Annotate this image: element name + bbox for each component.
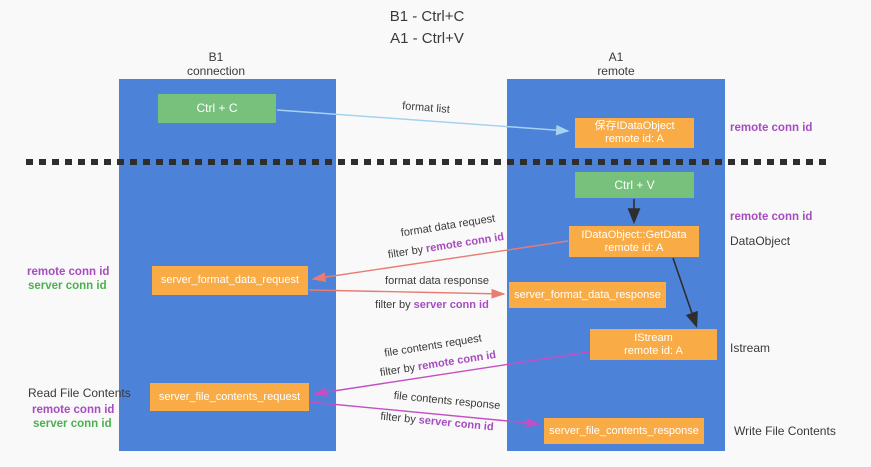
- istream-line2: remote id: A: [624, 344, 683, 357]
- istream-note: Istream: [730, 341, 771, 355]
- arrow-file-contents-request: [312, 351, 590, 397]
- filter-by-text: filter by: [375, 299, 411, 311]
- server-file-contents-request-label: server_file_contents_request: [158, 390, 301, 403]
- dataobject-note: DataObject: [730, 234, 791, 248]
- getdata-line1: IDataObject::GetData: [581, 228, 687, 241]
- server-file-contents-request-box: server_file_contents_request: [150, 383, 309, 411]
- write-file-contents-note: Write File Contents: [734, 424, 836, 438]
- save-idataobject-box: 保存IDataObject remote id: A: [575, 118, 694, 148]
- arrow-format-data-response: [308, 288, 506, 299]
- server-file-contents-response-label: server_file_contents_response: [549, 424, 699, 437]
- save-idataobject-line1: 保存IDataObject: [594, 120, 675, 132]
- arrow-getdata-to-istream: [672, 257, 698, 329]
- idataobject-getdata-box: IDataObject::GetData remote id: A: [569, 226, 699, 257]
- remote-conn-id-note-2: remote conn id: [730, 211, 813, 223]
- server-format-data-request-box: server_format_data_request: [152, 266, 308, 295]
- remote-conn-id-note-left-2: remote conn id: [32, 404, 115, 416]
- lane-header-b1-connection: B1 connection: [110, 50, 322, 78]
- server-format-data-response-label: server_format_data_response: [514, 288, 661, 301]
- format-data-response-label: format data response: [385, 275, 489, 287]
- server-conn-id-note-left-2: server conn id: [33, 418, 112, 430]
- lane-header-a1-remote: A1 remote: [507, 50, 725, 78]
- ctrl-c-label: Ctrl + C: [196, 101, 238, 115]
- arrow-format-list: [276, 109, 570, 136]
- lane-header-remote: remote: [597, 64, 635, 78]
- server-conn-id-highlight: server conn id: [413, 299, 489, 311]
- arrow-file-contents-response: [309, 401, 541, 428]
- save-idataobject-line2: remote id: A: [605, 133, 664, 145]
- remote-conn-id-note-left-1: remote conn id: [27, 266, 110, 278]
- server-file-contents-response-box: server_file_contents_response: [544, 418, 704, 444]
- phase-divider-dashed-line: [26, 159, 832, 165]
- remote-conn-id-note-1: remote conn id: [730, 122, 813, 134]
- title-line-1: B1 - Ctrl+C: [389, 8, 465, 25]
- title-line-2: A1 - Ctrl+V: [390, 30, 464, 47]
- getdata-line2: remote id: A: [604, 241, 664, 254]
- read-file-contents-note: Read File Contents: [28, 386, 131, 400]
- server-conn-id-note-left-1: server conn id: [28, 280, 107, 292]
- server-format-data-request-label: server_format_data_request: [160, 274, 300, 286]
- istream-box: IStream remote id: A: [590, 329, 717, 360]
- ctrl-v-box: Ctrl + V: [575, 172, 694, 198]
- istream-line1: IStream: [634, 331, 673, 344]
- diagram-title: B1 - Ctrl+C A1 - Ctrl+V: [0, 6, 854, 50]
- ctrl-c-box: Ctrl + C: [158, 94, 276, 123]
- arrow-format-data-request: [311, 240, 569, 282]
- lane-header-b1: B1: [208, 50, 224, 64]
- lane-header-a1: A1: [608, 50, 624, 64]
- lane-header-connection: connection: [186, 64, 246, 78]
- server-format-data-response-box: server_format_data_response: [509, 282, 666, 308]
- ctrl-v-label: Ctrl + V: [614, 177, 655, 192]
